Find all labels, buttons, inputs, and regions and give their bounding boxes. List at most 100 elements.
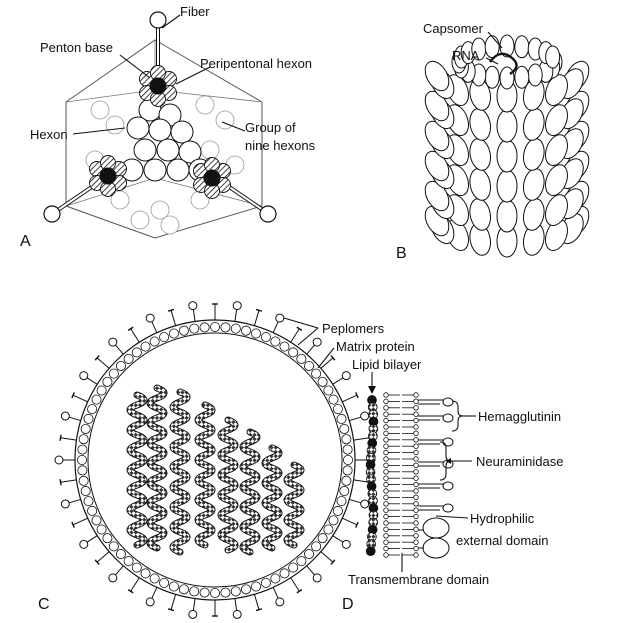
matrix-bead bbox=[160, 333, 169, 342]
peplomer-stalk bbox=[61, 438, 77, 440]
capsomer bbox=[497, 200, 517, 232]
matrix-bead bbox=[318, 377, 327, 386]
matrix-bead bbox=[78, 466, 87, 475]
peplomer-stalk bbox=[97, 358, 109, 368]
lipid-head-outer bbox=[414, 508, 419, 513]
neuraminidase-head bbox=[443, 482, 453, 490]
matrix-bead bbox=[231, 324, 240, 333]
matrix-bead bbox=[251, 329, 260, 338]
matrix-bead bbox=[88, 506, 97, 515]
matrix-bead bbox=[97, 386, 106, 395]
matrix-bead bbox=[312, 542, 321, 551]
matrix-bead bbox=[343, 466, 352, 475]
lipid-head-inner bbox=[384, 431, 389, 436]
neuraminidase-head bbox=[443, 438, 453, 446]
lipid-head-inner bbox=[384, 521, 389, 526]
matrix-bead bbox=[329, 516, 338, 525]
matrix-bead bbox=[343, 455, 352, 464]
matrix-bead bbox=[124, 557, 133, 566]
label-fiber: Fiber bbox=[180, 4, 210, 19]
peplomer-knob bbox=[189, 610, 197, 618]
lipid-head-inner bbox=[384, 508, 389, 513]
lipid-head-inner bbox=[384, 476, 389, 481]
matrix-bead bbox=[251, 582, 260, 591]
hexon bbox=[167, 159, 189, 181]
hemagglutinin-head bbox=[443, 398, 453, 406]
peplomer-knob bbox=[313, 574, 321, 582]
peplomer-knob bbox=[342, 540, 350, 548]
label-peplomers: Peplomers bbox=[322, 321, 385, 336]
matrix-bead bbox=[81, 424, 90, 433]
faint-hexon bbox=[161, 216, 179, 234]
capsomer bbox=[497, 140, 517, 172]
peplomer-stalk bbox=[321, 552, 333, 562]
lipid-head-inner bbox=[384, 482, 389, 487]
matrix-bead bbox=[116, 549, 125, 558]
matrix-bead bbox=[200, 588, 209, 597]
peplomer-stalk bbox=[354, 438, 370, 440]
faint-hexon bbox=[216, 111, 234, 129]
peplomer-knob bbox=[109, 574, 117, 582]
penton-base bbox=[204, 170, 220, 186]
lipid-head-outer bbox=[414, 489, 419, 494]
matrix-bead bbox=[92, 516, 101, 525]
penton-base bbox=[100, 168, 116, 184]
matrix-bead bbox=[160, 578, 169, 587]
panel-letter-d: D bbox=[342, 596, 354, 613]
capsomer-top bbox=[528, 64, 542, 86]
faint-hexon bbox=[131, 211, 149, 229]
capsomer-top bbox=[485, 66, 499, 88]
peplomer-head bbox=[60, 435, 61, 441]
envelope-outer-line bbox=[75, 320, 355, 600]
label-penton-base: Penton base bbox=[40, 40, 113, 55]
matrix-bead bbox=[84, 414, 93, 423]
label-group-of-nine-hexons-2: nine hexons bbox=[245, 138, 316, 153]
capsomer bbox=[521, 197, 547, 232]
matrix-bead bbox=[79, 476, 88, 485]
capsomer-top bbox=[515, 66, 529, 88]
lipid-head-outer bbox=[414, 534, 419, 539]
peplomer-head bbox=[297, 590, 302, 593]
lipid-head-inner bbox=[384, 399, 389, 404]
matrix-bead bbox=[210, 588, 219, 597]
matrix-bead bbox=[271, 574, 280, 583]
matrix-bead bbox=[81, 486, 90, 495]
matrix-bead bbox=[329, 395, 338, 404]
peplomer-stalk bbox=[131, 578, 140, 591]
peplomer-head bbox=[60, 479, 61, 485]
label-hemagglutinin: Hemagglutinin bbox=[478, 409, 561, 424]
matrix-bead bbox=[333, 506, 342, 515]
matrix-bead bbox=[342, 476, 351, 485]
lipid-head-outer bbox=[414, 431, 419, 436]
peplomer-knob bbox=[361, 412, 369, 420]
matrix-bead bbox=[132, 563, 141, 572]
peplomer-knob bbox=[189, 302, 197, 310]
lipid-head-inner bbox=[384, 540, 389, 545]
peplomer-knob bbox=[61, 500, 69, 508]
matrix-bead bbox=[109, 542, 118, 551]
matrix-bead bbox=[116, 361, 125, 370]
hydrophilic-domain bbox=[423, 518, 449, 538]
matrix-bead bbox=[200, 323, 209, 332]
hemagglutinin-head bbox=[443, 504, 453, 512]
faint-hexon bbox=[106, 116, 124, 134]
lipid-head-outer bbox=[414, 521, 419, 526]
faint-hexon bbox=[201, 141, 219, 159]
hemagglutinin-head bbox=[443, 414, 453, 422]
label-neuraminidase: Neuraminidase bbox=[476, 454, 563, 469]
matrix-bead bbox=[297, 354, 306, 363]
peplomer-head bbox=[256, 609, 262, 611]
hydrophilic-domain bbox=[423, 538, 449, 558]
peplomer-stalk bbox=[61, 480, 77, 482]
faint-hexon bbox=[151, 201, 169, 219]
peplomer-knob bbox=[55, 456, 63, 464]
matrix-bead bbox=[261, 578, 270, 587]
label-matrix-protein: Matrix protein bbox=[336, 339, 415, 354]
matrix-bead bbox=[103, 534, 112, 543]
peplomer-head bbox=[297, 327, 302, 330]
panel-a-adenovirus: Fiber Penton base Peripentonal hexon Hex… bbox=[20, 4, 316, 250]
capsomer bbox=[521, 137, 547, 172]
matrix-protein-bead bbox=[366, 547, 375, 556]
capsomer bbox=[467, 137, 493, 172]
